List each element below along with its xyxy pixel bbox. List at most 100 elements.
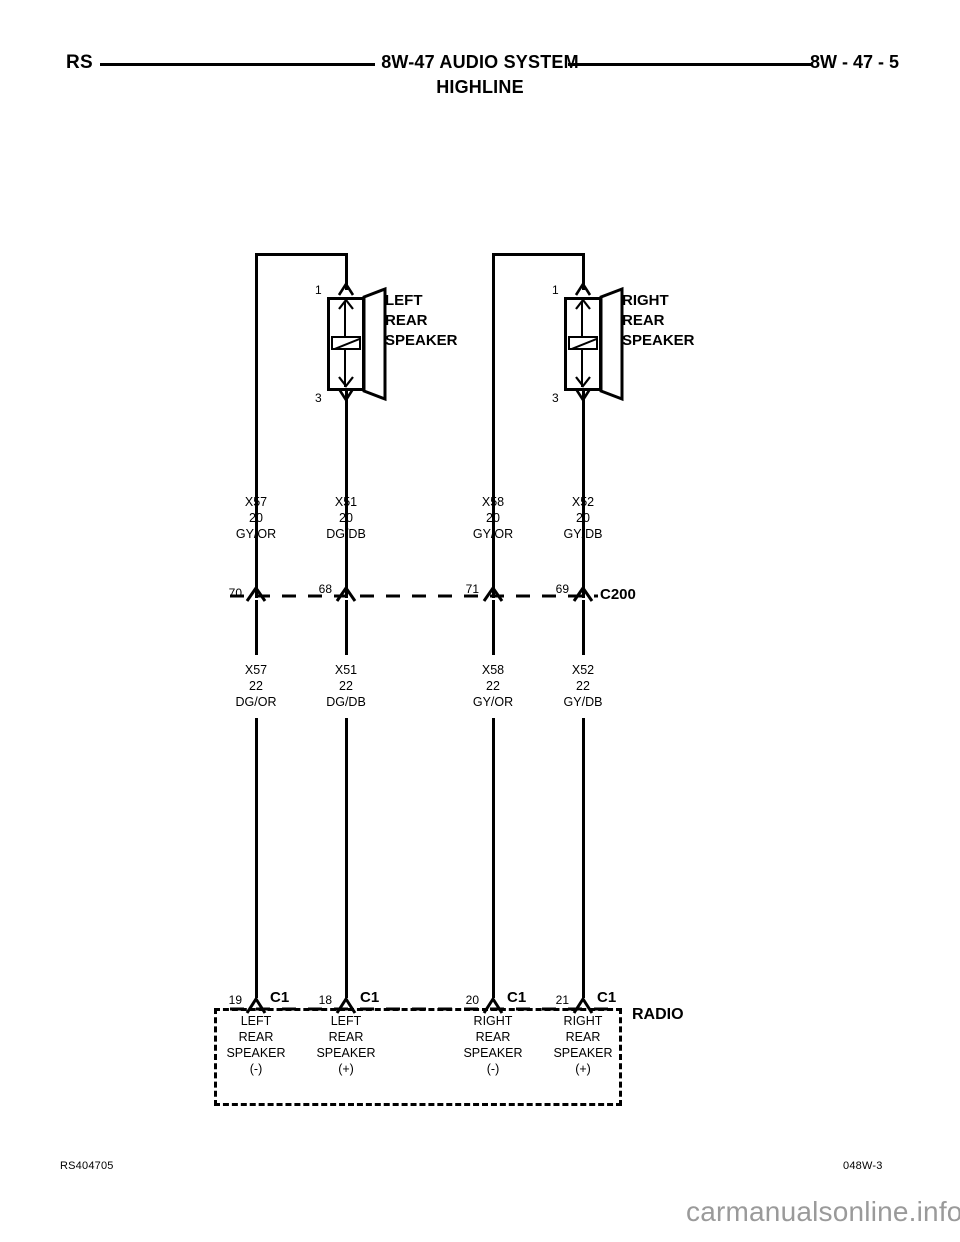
radio-pin-20-label-line2: REAR: [475, 1030, 511, 1044]
page-title: 8W-47 AUDIO SYSTEM: [381, 52, 579, 72]
left-speaker-voice-coil: [331, 336, 361, 350]
left-rear-speaker[interactable]: 1 3 LEFT REAR SPEAKER: [315, 281, 458, 408]
wire-x51-run-to-radio: [345, 718, 348, 998]
radio-module-box[interactable]: [214, 1008, 622, 1106]
right-speaker-top-jumper: [492, 253, 585, 256]
radio-pin-2-number: 18: [318, 993, 332, 1007]
wire-spec-lower-3-circuit: X58: [481, 663, 505, 677]
radio-pin-20-label-line1: RIGHT: [473, 1014, 513, 1028]
wire-x51-lower-stub: [345, 600, 348, 655]
wire-x57-run-to-radio: [255, 718, 258, 998]
wire-x52-upper-segment: [582, 385, 585, 598]
radio-pin-19-label-line2: REAR: [238, 1030, 274, 1044]
wire-x57-upper-segment: [255, 253, 258, 598]
wire-spec-upper-1: X57 20 GY/OR: [236, 494, 276, 542]
wire-spec-upper-4-color: GY/DB: [563, 527, 603, 541]
right-speaker-pin1-lead: [582, 253, 585, 290]
wire-spec-lower-1-circuit: X57: [244, 663, 268, 677]
site-watermark: carmanualsonline.info: [686, 1196, 960, 1227]
wire-spec-lower-4-gauge: 22: [576, 679, 590, 693]
radio-pin-3-number: 20: [465, 993, 479, 1007]
right-speaker-inner-arrow-up-icon: [575, 298, 591, 310]
wire-spec-lower-4: X52 22 GY/DB: [564, 662, 603, 710]
page-subtitle: HIGHLINE: [436, 77, 524, 97]
wire-spec-upper-1-gauge: 20: [249, 511, 263, 525]
right-rear-speaker[interactable]: 1 3 RIGHT REAR SPEAKER: [552, 281, 695, 408]
wire-spec-lower-1: X57 22 DG/OR: [236, 662, 277, 710]
right-speaker-label-line3: SPEAKER: [622, 332, 695, 349]
radio-pin-21-label: RIGHT REAR SPEAKER (+): [553, 1013, 612, 1077]
footer-drawing-number: RS404705: [60, 1160, 114, 1172]
wire-spec-lower-1-gauge: 22: [249, 679, 263, 693]
wire-spec-upper-3: X58 20 GY/OR: [473, 494, 513, 542]
wire-spec-upper-2: X51 20 DG/DB: [326, 494, 366, 542]
radio-pin-3-connector: C1: [507, 989, 527, 1006]
page-reference: 8W - 47 - 5: [810, 52, 900, 72]
radio-pin-1-connector: C1: [270, 989, 290, 1006]
wire-spec-lower-4-color: GY/DB: [563, 695, 603, 709]
wire-spec-lower-2-circuit: X51: [334, 663, 358, 677]
right-speaker-pin-1-number: 1: [552, 283, 559, 297]
wire-spec-upper-3-color: GY/OR: [472, 527, 514, 541]
wire-x58-run-to-radio: [492, 718, 495, 998]
header-rule-right: [568, 63, 813, 66]
radio-pin-18-label-line4: (+): [338, 1062, 354, 1076]
page-header: RS 8W-47 AUDIO SYSTEM HIGHLINE 8W - 47 -…: [0, 52, 960, 112]
wire-spec-lower-3-color: GY/OR: [472, 695, 514, 709]
radio-pin-21-label-line2: REAR: [565, 1030, 601, 1044]
c200-pin-4-number: 69: [555, 582, 569, 596]
radio-module-label: RADIO: [632, 1006, 684, 1023]
left-speaker-pin3-chevron-icon: [337, 388, 355, 403]
right-speaker-label-line2: REAR: [622, 312, 665, 329]
radio-pin-21-label-line1: RIGHT: [563, 1014, 603, 1028]
right-speaker-voice-coil: [568, 336, 598, 350]
left-speaker-pin-3-number: 3: [315, 391, 322, 405]
right-speaker-cone-icon: [599, 286, 624, 402]
wire-spec-upper-1-color: GY/OR: [235, 527, 277, 541]
left-speaker-pin1-chevron-icon: [337, 281, 355, 296]
wire-spec-upper-4-circuit: X52: [571, 495, 595, 509]
radio-pin-18-label-line3: SPEAKER: [316, 1046, 376, 1060]
left-speaker-label-line2: REAR: [385, 312, 428, 329]
c200-pin-2-number: 68: [318, 582, 332, 596]
wire-spec-upper-1-circuit: X57: [244, 495, 268, 509]
left-speaker-label-line1: LEFT: [385, 292, 423, 309]
radio-pin-4-number: 21: [555, 993, 569, 1007]
wire-spec-upper-2-gauge: 20: [339, 511, 353, 525]
left-speaker-pin1-lead: [345, 253, 348, 290]
radio-pin-1-number: 19: [228, 993, 242, 1007]
c200-connector-label: C200: [600, 586, 636, 603]
radio-pin-21-label-line4: (+): [575, 1062, 591, 1076]
wire-x57-lower-stub: [255, 600, 258, 655]
radio-pin-19-label: LEFT REAR SPEAKER (-): [226, 1013, 285, 1077]
wire-spec-upper-3-circuit: X58: [481, 495, 505, 509]
right-speaker-label-line1: RIGHT: [622, 292, 669, 309]
c200-chevron-3-icon: [482, 585, 504, 602]
wire-spec-lower-2-gauge: 22: [339, 679, 353, 693]
c200-separator-dashed-line: [230, 594, 598, 598]
radio-pin-20-label-line4: (-): [486, 1062, 500, 1076]
header-left-code: RS: [66, 52, 93, 73]
wire-spec-lower-2-color: DG/DB: [326, 695, 366, 709]
right-speaker-pin1-chevron-icon: [574, 281, 592, 296]
wire-spec-lower-3: X58 22 GY/OR: [473, 662, 513, 710]
header-rule-left: [100, 63, 375, 66]
left-speaker-label-line3: SPEAKER: [385, 332, 458, 349]
c200-pin-1-number: 70: [228, 586, 242, 600]
radio-pin-18-label-line2: REAR: [328, 1030, 364, 1044]
left-speaker-top-jumper: [255, 253, 348, 256]
radio-pin-19-label-line4: (-): [249, 1062, 263, 1076]
wire-spec-upper-4: X52 20 GY/DB: [564, 494, 603, 542]
c200-chevron-2-icon: [335, 585, 357, 602]
radio-pin-18-label: LEFT REAR SPEAKER (+): [316, 1013, 375, 1077]
c200-pin-3-number: 71: [465, 582, 479, 596]
wire-spec-lower-1-color: DG/OR: [235, 695, 277, 709]
left-speaker-pin-1-number: 1: [315, 283, 322, 297]
radio-pin-19-label-line3: SPEAKER: [226, 1046, 286, 1060]
wire-x51-upper-segment: [345, 385, 348, 598]
left-speaker-label: LEFT REAR SPEAKER: [385, 291, 458, 351]
radio-pin-20-label: RIGHT REAR SPEAKER (-): [463, 1013, 522, 1077]
radio-pin-20-label-line3: SPEAKER: [463, 1046, 523, 1060]
wire-spec-lower-4-circuit: X52: [571, 663, 595, 677]
